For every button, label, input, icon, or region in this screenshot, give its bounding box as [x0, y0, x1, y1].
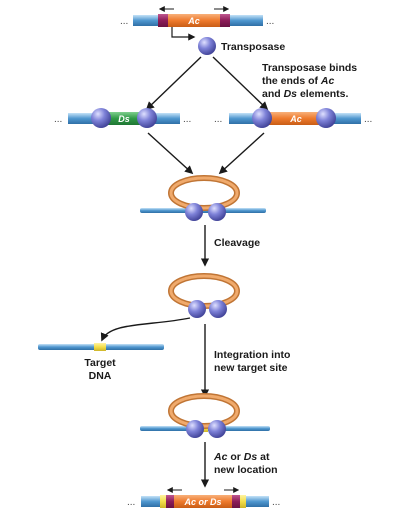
transposase-protein [137, 108, 157, 128]
arrow-ac-to-complex [218, 132, 265, 175]
arrow-to-target [100, 317, 191, 342]
ac-element-label: Ac [289, 114, 302, 124]
arrow-to-ds [145, 56, 202, 111]
excised-complex [168, 273, 240, 318]
binding-caption-line1: Transposase binds [262, 62, 357, 74]
ac-end-left [158, 14, 168, 27]
ac-end-right [220, 14, 230, 27]
transposition-complex [140, 175, 266, 221]
expression-arrow [171, 27, 196, 41]
integration-complex [140, 393, 270, 438]
ellipsis-left: ... [120, 16, 128, 27]
transposase-protein [252, 108, 272, 128]
arrow-to-ac [212, 56, 269, 111]
target-dna: Target DNA [38, 343, 164, 382]
ellipsis-right: ... [266, 16, 274, 27]
transposase-label: Transposase [221, 41, 285, 53]
ac-or-ds-element [174, 495, 232, 508]
element-end-right [232, 495, 240, 508]
ac-or-ds-label: Ac or Ds [183, 497, 221, 507]
ellipsis-left: ... [214, 114, 222, 125]
integration-label-line2: new target site [214, 362, 288, 374]
target-dna-label-line2: DNA [89, 370, 112, 382]
ac-element [264, 112, 322, 125]
excised-element-loop [169, 176, 239, 210]
excised-element-loop [169, 394, 239, 428]
ellipsis-right: ... [364, 114, 372, 125]
integration-label-line1: Integration into [214, 349, 290, 361]
element-end-left [166, 495, 174, 508]
ds-dna-bound: ... Ds ... [54, 108, 191, 128]
new-location-label-line2: new location [214, 464, 278, 476]
new-location-label-line1: Ac or Ds at [213, 451, 270, 463]
transposase-protein [208, 420, 226, 438]
ds-element [104, 112, 142, 125]
transposase-protein [186, 420, 204, 438]
top-dna-with-ac: ... Ac ... [120, 6, 274, 41]
ac-element [168, 14, 220, 27]
excised-element-loop [169, 274, 239, 308]
transposase-protein [209, 300, 227, 318]
ellipsis-left: ... [127, 497, 135, 508]
cleavage-label: Cleavage [214, 237, 260, 249]
binding-caption-line3: and Ds elements. [262, 88, 348, 100]
ellipsis-right: ... [272, 497, 280, 508]
ac-element-label: Ac [187, 16, 200, 26]
ellipsis-left: ... [54, 114, 62, 125]
bottom-dna-new-location: ... Ac or Ds ... [127, 487, 280, 508]
ellipsis-right: ... [183, 114, 191, 125]
transposase-protein [316, 108, 336, 128]
transposase-protein [198, 37, 216, 55]
binding-caption-line2: the ends of Ac [262, 75, 335, 87]
target-dna-label-line1: Target [84, 357, 116, 369]
arrow-ds-to-complex [147, 132, 194, 175]
transposase-protein [185, 203, 203, 221]
target-site [94, 343, 106, 351]
target-site-duplication-right [240, 495, 246, 508]
transposase-protein [208, 203, 226, 221]
binding-caption: Transposase binds the ends of Ac and Ds … [262, 62, 357, 100]
target-site-duplication-left [160, 495, 166, 508]
transposase-protein [91, 108, 111, 128]
ds-element-label: Ds [118, 114, 130, 124]
ac-dna-bound: ... Ac ... [214, 108, 372, 128]
transposase-protein [188, 300, 206, 318]
